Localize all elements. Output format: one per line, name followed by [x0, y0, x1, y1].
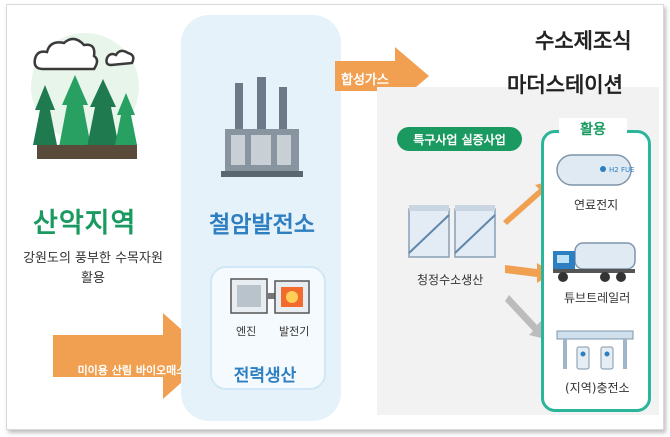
power-production-title: 전력생산 [233, 366, 297, 386]
plant-title: 철암발전소 [209, 212, 315, 238]
diagram-frame: 산악지역 강원도의 풍부한 수목자원활용 미이용 산림 바이오매스 철암발전소 … [6, 4, 664, 430]
engine-label: 엔진 [236, 325, 257, 338]
usage-title: 활용 [580, 122, 606, 138]
engine-generator-icon [230, 278, 310, 314]
tube-trailer-truck-icon [553, 242, 636, 282]
charging-station-icon [556, 330, 634, 370]
forest-icon [33, 37, 137, 159]
production-label: 청정수소생산 [417, 273, 484, 287]
pilot-project-badge [397, 127, 522, 151]
tank-text: H2 FUEL [609, 166, 635, 174]
hydrogen-production-tanks-icon [408, 205, 496, 258]
biomass-label: 미이용 산림 바이오매스 [77, 364, 187, 377]
usage-item-tube-trailer: 튜브트레일러 [564, 291, 631, 305]
station-title-line1: 수소제조식 [535, 29, 632, 53]
region-description: 강원도의 풍부한 수목자원활용 [23, 251, 163, 286]
power-plant-icon [221, 77, 303, 177]
fuel-cell-tank-icon: H2 FUEL [556, 154, 635, 186]
station-title-line2: 마더스테이션 [507, 73, 623, 97]
usage-badge-bg [559, 118, 627, 140]
usage-item-fuel-cell: 연료전지 [574, 198, 619, 212]
usage-item-charging-station: (지역)충전소 [565, 381, 630, 395]
biomass-arrow [53, 313, 211, 399]
generator-label: 발전기 [279, 325, 310, 338]
region-title: 산악지역 [33, 208, 137, 239]
syngas-label: 합성가스 [341, 73, 389, 88]
pilot-project-label: 특구사업 실증사업 [413, 133, 506, 147]
